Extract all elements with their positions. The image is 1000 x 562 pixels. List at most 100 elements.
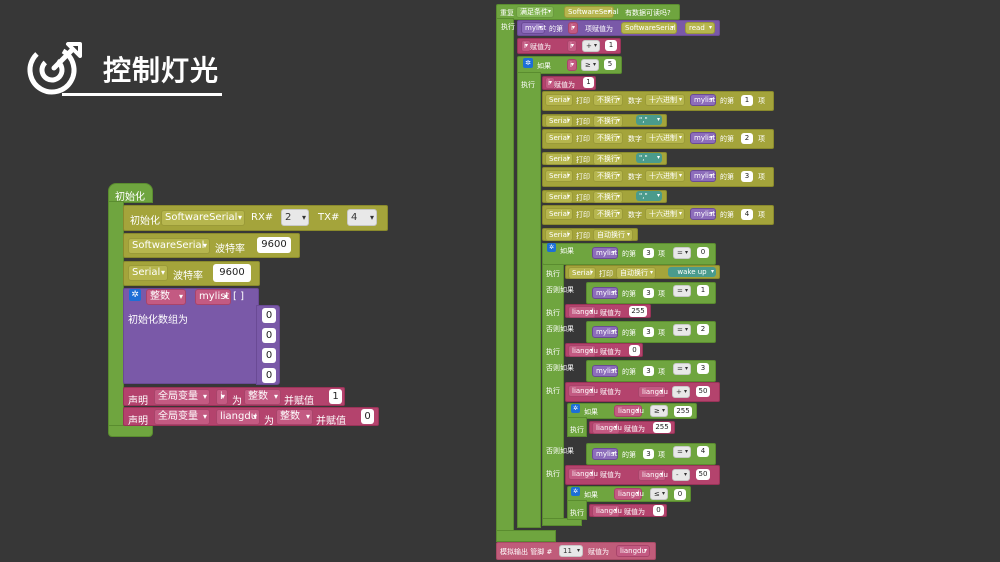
- init-type-dropdown[interactable]: SoftwareSerial: [161, 210, 245, 226]
- array-init-block[interactable]: [123, 288, 259, 384]
- declare-liangdu-scope-dropdown[interactable]: 全局变量: [154, 409, 210, 425]
- loop-softserial-dropdown[interactable]: SoftwareSerial: [564, 6, 619, 18]
- no-newline-dropdown-1[interactable]: 不换行: [593, 94, 623, 106]
- if-chain-gear-icon[interactable]: ✲: [547, 243, 556, 252]
- condition-dropdown[interactable]: 满足条件: [516, 6, 554, 18]
- minus-operator[interactable]: -: [672, 469, 690, 481]
- array-value-1[interactable]: 0: [262, 308, 276, 323]
- serial-baud-input[interactable]: 9600: [213, 264, 251, 282]
- clamp-value-0[interactable]: 0: [653, 505, 664, 516]
- no-newline-dropdown-6[interactable]: 不换行: [593, 191, 623, 203]
- setup-block[interactable]: 初始化 初始化 SoftwareSerial RX# 2 TX# 4 Softw…: [108, 183, 393, 437]
- gte-operator-2[interactable]: ≥: [650, 405, 668, 417]
- comma-string-2[interactable]: ",": [636, 153, 662, 163]
- hex-dropdown-4[interactable]: 十六进制: [645, 208, 685, 220]
- print-index-3[interactable]: 3: [741, 171, 753, 182]
- eq-operator-5[interactable]: =: [673, 446, 691, 458]
- eq-operator-2[interactable]: =: [673, 285, 691, 297]
- read-softserial-dropdown[interactable]: SoftwareSerial: [621, 22, 677, 34]
- var-i-field[interactable]: i: [216, 389, 228, 405]
- print-serial-dropdown-4[interactable]: Serial: [545, 153, 573, 165]
- cond-index-5[interactable]: 3: [643, 449, 654, 459]
- gte-operator[interactable]: ≥: [581, 59, 599, 71]
- increment-value[interactable]: 1: [605, 40, 617, 51]
- var-liangdu-field[interactable]: liangdu: [216, 409, 260, 425]
- print-serial-dropdown-7[interactable]: Serial: [545, 208, 573, 220]
- cond-index-1[interactable]: 3: [643, 248, 654, 258]
- var-i-value-input[interactable]: 1: [329, 389, 342, 404]
- print-serial-dropdown-1[interactable]: Serial: [545, 94, 573, 106]
- plus-operator-2[interactable]: +: [672, 386, 690, 398]
- print-serial-dropdown-9[interactable]: Serial: [568, 267, 596, 279]
- gte-255-value[interactable]: 255: [674, 406, 692, 417]
- print-serial-dropdown-6[interactable]: Serial: [545, 191, 573, 203]
- pin-dropdown[interactable]: 11: [559, 545, 583, 557]
- array-name-field[interactable]: mylist: [195, 289, 231, 305]
- tx-dropdown[interactable]: 4: [347, 209, 377, 226]
- rx-dropdown[interactable]: 2: [281, 209, 309, 226]
- setup-hat[interactable]: [108, 183, 153, 203]
- liangdu-value-255[interactable]: 255: [629, 306, 647, 317]
- cond-value-4[interactable]: 3: [697, 363, 709, 374]
- gte-value[interactable]: 5: [604, 59, 616, 70]
- reset-i-block[interactable]: [542, 76, 596, 90]
- cond-index-3[interactable]: 3: [643, 327, 654, 337]
- no-newline-dropdown-5[interactable]: 不换行: [593, 170, 623, 182]
- gear-icon[interactable]: ✲: [129, 289, 141, 301]
- print-serial-dropdown-8[interactable]: Serial: [545, 229, 573, 241]
- eq-operator-4[interactable]: =: [673, 363, 691, 375]
- no-newline-dropdown-7[interactable]: 不换行: [593, 208, 623, 220]
- array-value-3[interactable]: 0: [262, 348, 276, 363]
- clamp-value-255[interactable]: 255: [653, 422, 671, 433]
- array-type-dropdown[interactable]: 整数: [146, 289, 186, 305]
- no-newline-dropdown-2[interactable]: 不换行: [593, 115, 623, 127]
- comma-string-3[interactable]: ",": [636, 191, 662, 201]
- softserial-baud-input[interactable]: 9600: [257, 237, 291, 253]
- declare-i-scope-dropdown[interactable]: 全局变量: [154, 389, 210, 405]
- if-nested-gear-icon-2[interactable]: ✲: [571, 487, 580, 496]
- cond-value-5[interactable]: 4: [697, 446, 709, 457]
- reset-i-value[interactable]: 1: [583, 77, 594, 88]
- print-serial-dropdown-5[interactable]: Serial: [545, 170, 573, 182]
- print-serial-dropdown-2[interactable]: Serial: [545, 115, 573, 127]
- liangdu-value-0[interactable]: 0: [629, 345, 640, 356]
- comma-string-1[interactable]: ",": [636, 115, 662, 125]
- cond-index-4[interactable]: 3: [643, 366, 654, 376]
- cond-index-2[interactable]: 3: [643, 288, 654, 298]
- cond-value-1[interactable]: 0: [697, 247, 709, 258]
- increase-step-value[interactable]: 50: [696, 386, 710, 397]
- if-gear-icon[interactable]: ✲: [523, 58, 533, 68]
- softserial-dropdown[interactable]: SoftwareSerial: [128, 238, 210, 254]
- print-index-4[interactable]: 4: [741, 209, 753, 220]
- hex-dropdown-3[interactable]: 十六进制: [645, 170, 685, 182]
- lte-operator[interactable]: ≤: [650, 488, 668, 500]
- if-nested-gear-icon-1[interactable]: ✲: [571, 404, 580, 413]
- cond-value-2[interactable]: 1: [697, 285, 709, 296]
- lte-0-value[interactable]: 0: [674, 489, 686, 500]
- auto-newline-dropdown-2[interactable]: 自动换行: [616, 267, 656, 279]
- read-dropdown[interactable]: read: [685, 22, 715, 34]
- array-value-2[interactable]: 0: [262, 328, 276, 343]
- baud-label: 波特率: [215, 244, 245, 255]
- print-index-2[interactable]: 2: [741, 133, 753, 144]
- wake-up-string[interactable]: wake up: [668, 267, 716, 277]
- serial-dropdown[interactable]: Serial: [128, 265, 168, 281]
- no-newline-dropdown-4[interactable]: 不换行: [593, 153, 623, 165]
- eq-operator-1[interactable]: =: [673, 247, 691, 259]
- auto-newline-dropdown-1[interactable]: 自动换行: [593, 229, 633, 241]
- decrease-step-value[interactable]: 50: [696, 469, 710, 480]
- hex-dropdown-2[interactable]: 十六进制: [645, 132, 685, 144]
- liangdu-ref-10: liangdu: [592, 505, 622, 517]
- hex-dropdown-1[interactable]: 十六进制: [645, 94, 685, 106]
- eq-operator-3[interactable]: =: [673, 324, 691, 336]
- plus-operator[interactable]: +: [582, 40, 600, 52]
- declare-liangdu-type-dropdown[interactable]: 整数: [276, 409, 313, 425]
- cond-value-3[interactable]: 2: [697, 324, 709, 335]
- print-index-1[interactable]: 1: [741, 95, 753, 106]
- declare-i-type-dropdown[interactable]: 整数: [244, 389, 281, 405]
- no-newline-dropdown-3[interactable]: 不换行: [593, 132, 623, 144]
- print-serial-dropdown-3[interactable]: Serial: [545, 132, 573, 144]
- var-liangdu-value-input[interactable]: 0: [361, 409, 374, 424]
- array-value-4[interactable]: 0: [262, 368, 276, 383]
